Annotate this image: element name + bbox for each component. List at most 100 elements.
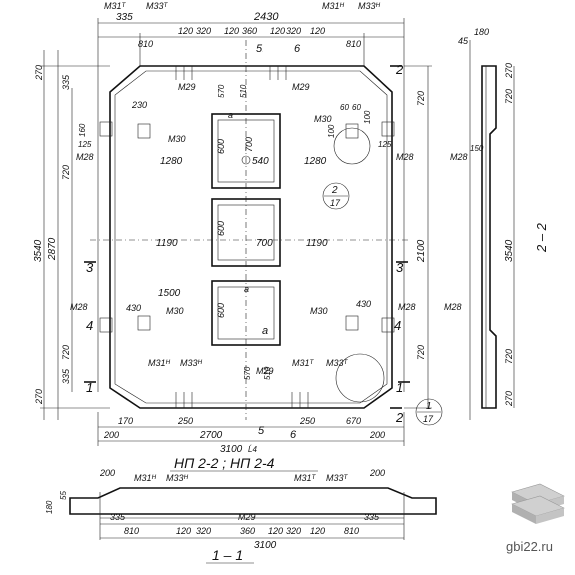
dim-230: 230 [131, 100, 147, 110]
dim-left-270a: 270 [34, 65, 44, 81]
sec-3100: 3100 [254, 540, 277, 551]
dim-1190b: 1190 [306, 238, 328, 249]
side-720b: 720 [504, 349, 514, 364]
dim-bottom-5: 5 [258, 425, 265, 437]
section-3-right: 3 [396, 260, 404, 275]
dim-600b: 600 [216, 221, 226, 236]
dim-430a: 430 [126, 303, 141, 313]
dim-left-335a: 335 [61, 74, 71, 90]
mark-a-1: a [228, 110, 233, 120]
dim-570b: 570 [243, 366, 252, 380]
dim-left-720a: 720 [61, 165, 71, 180]
dim-top-810a: 810 [138, 39, 153, 49]
sec-label: 1 – 1 [212, 547, 243, 563]
mark-a-2: a [244, 284, 249, 294]
dim-600c: 600 [216, 303, 226, 318]
dim-125a: 125 [78, 140, 92, 149]
side-270a: 270 [504, 63, 514, 79]
sec-810a: 810 [124, 526, 139, 536]
dim-540: 540 [252, 156, 269, 167]
callout-1-den: 17 [423, 414, 434, 424]
dim-100a: 100 [327, 124, 336, 138]
sec-320a: 320 [196, 526, 211, 536]
dim-top-120a: 120 [178, 26, 193, 36]
callout-2-den: 17 [330, 198, 341, 208]
dim-430b: 430 [356, 299, 371, 309]
dim-bottom-3100: 3100 [220, 444, 243, 455]
sec-120a: 120 [176, 526, 191, 536]
mark-m30-c: M30 [166, 306, 184, 316]
dim-top-5: 5 [256, 43, 263, 55]
plan-view: 2430 335 810 120 320 120 360 120 320 120… [33, 1, 443, 455]
dim-top-120b: 120 [224, 26, 239, 36]
dim-top-810b: 810 [346, 39, 361, 49]
mark-m28-b: M28 [396, 152, 414, 162]
sec-200a: 200 [99, 468, 115, 478]
sec-360: 360 [240, 526, 255, 536]
watermark: gbi22.ru [506, 539, 553, 554]
mark-m31h-bottom: M31ᴴ [148, 358, 171, 368]
sec-m33h: M33ᴴ [166, 473, 189, 483]
mark-m30-a: M30 [168, 134, 186, 144]
sec-m31h: M31ᴴ [134, 473, 157, 483]
mark-m29-a: M29 [178, 82, 196, 92]
dim-left-335b: 335 [61, 368, 71, 384]
sec-335b: 335 [364, 512, 380, 522]
dim-top-120d: 120 [310, 26, 325, 36]
section-view: M31ᴴ M33ᴴ M31ᵀ M33ᵀ M29 200 200 335 335 … [45, 468, 437, 564]
dim-510b: 510 [263, 366, 272, 380]
sec-55: 55 [59, 491, 68, 500]
stacked-slabs-logo [511, 483, 565, 524]
dim-right-2100: 2100 [416, 239, 427, 263]
dim-bottom-6: 6 [290, 429, 297, 441]
mark-m28-c: M28 [70, 302, 88, 312]
dim-1280b: 1280 [304, 156, 327, 167]
mark-m28-d: M28 [398, 302, 416, 312]
sec-810b: 810 [344, 526, 359, 536]
section-2-bottom: 2 [395, 410, 404, 425]
mark-m29-b: M29 [292, 82, 310, 92]
section-3-left: 3 [86, 260, 94, 275]
sec-335a: 335 [110, 512, 126, 522]
mark-m31t-bottom: M31ᵀ [292, 358, 315, 368]
section-1-right: 1 [396, 380, 403, 395]
dim-510a: 510 [239, 84, 248, 98]
dim-700b: 700 [244, 137, 254, 152]
sec-m33t: M33ᵀ [326, 473, 349, 483]
sec-180: 180 [45, 500, 54, 514]
dim-1280a: 1280 [160, 156, 183, 167]
sec-m29: M29 [238, 512, 256, 522]
callout-2-17 [322, 182, 350, 210]
dim-bottom-2700: 2700 [199, 430, 223, 441]
dim-left-3540: 3540 [33, 239, 44, 262]
dim-bottom-ref: Ĺ4 [248, 445, 257, 454]
mark-a-3: a [262, 325, 268, 337]
side-3540: 3540 [504, 239, 515, 262]
dim-700a: 700 [256, 238, 273, 249]
dim-bottom-250b: 250 [299, 416, 315, 426]
section-4-right: 4 [394, 318, 401, 333]
dim-top-335: 335 [116, 12, 133, 23]
product-title: НП 2-2 ; НП 2-4 [174, 455, 275, 471]
mark-m31h: M31ᴴ [322, 1, 345, 11]
mark-m33t: M33ᵀ [146, 1, 169, 11]
dim-1190a: 1190 [156, 238, 178, 249]
mark-m30-b: M30 [314, 114, 332, 124]
dim-600a: 600 [216, 139, 226, 154]
dim-100b: 100 [363, 110, 372, 124]
side-270b: 270 [504, 391, 514, 407]
dim-left-270b: 270 [34, 389, 44, 405]
dim-bottom-250a: 250 [177, 416, 193, 426]
mark-m28-a: M28 [76, 152, 94, 162]
dim-bottom-170: 170 [118, 416, 133, 426]
slab-outline [109, 65, 393, 409]
sec-120c: 120 [310, 526, 325, 536]
section-5-top: 5 [262, 51, 263, 53]
side-label: 2 – 2 [534, 222, 549, 253]
dim-right-720b: 720 [416, 345, 426, 360]
dim-top-320b: 320 [286, 26, 301, 36]
dim-570a: 570 [217, 84, 226, 98]
sec-320b: 320 [286, 526, 301, 536]
mark-m33h: M33ᴴ [358, 1, 381, 11]
